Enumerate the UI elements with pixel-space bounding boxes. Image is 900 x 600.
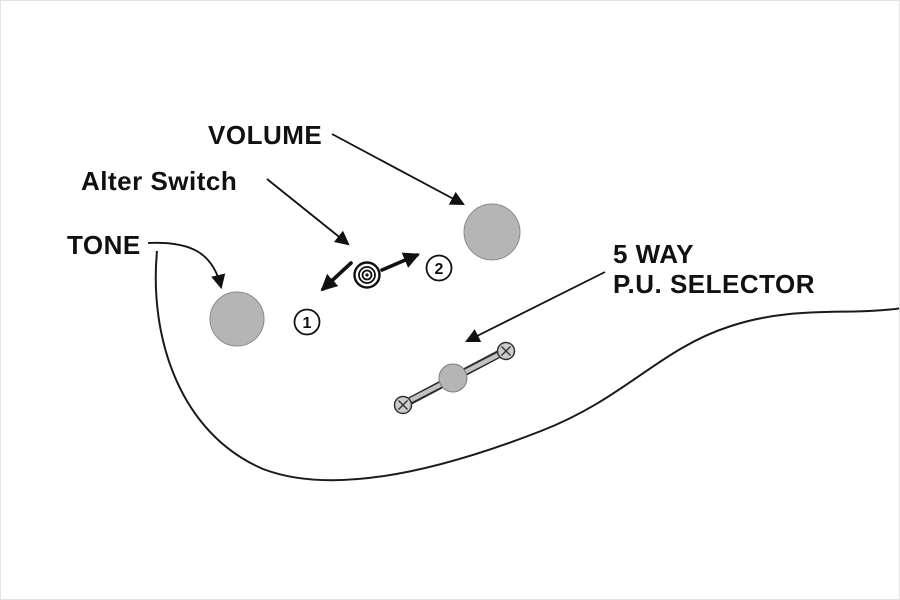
- selector-screw-left: [393, 395, 413, 415]
- svg-text:1: 1: [303, 315, 312, 332]
- guitar-body-outline: [154, 250, 899, 482]
- selector-screw-right: [496, 341, 516, 361]
- alter-switch-label: Alter Switch: [81, 166, 237, 196]
- tone-pointer-line: [147, 241, 226, 290]
- tone-label: TONE: [67, 230, 141, 260]
- volume-pointer-line: [331, 133, 465, 206]
- volume-knob: [463, 203, 521, 261]
- alter-switch-control: [353, 261, 381, 289]
- selector-center-knob: [438, 363, 468, 393]
- pu-selector-label-line1: 5 WAY: [613, 239, 694, 269]
- position-1-badge: 1: [293, 308, 321, 336]
- position-2-arrow: [380, 252, 421, 272]
- pickup-selector-switch: [393, 341, 516, 415]
- position-2-badge: 2: [425, 254, 453, 282]
- position-1-arrow: [320, 261, 353, 292]
- alter-switch-pointer-line: [266, 178, 350, 246]
- volume-label: VOLUME: [208, 120, 322, 150]
- svg-text:2: 2: [435, 261, 444, 278]
- pu-selector-label-line2: P.U. SELECTOR: [613, 269, 815, 299]
- pu-selector-pointer-line: [465, 271, 606, 342]
- tone-knob: [209, 291, 265, 347]
